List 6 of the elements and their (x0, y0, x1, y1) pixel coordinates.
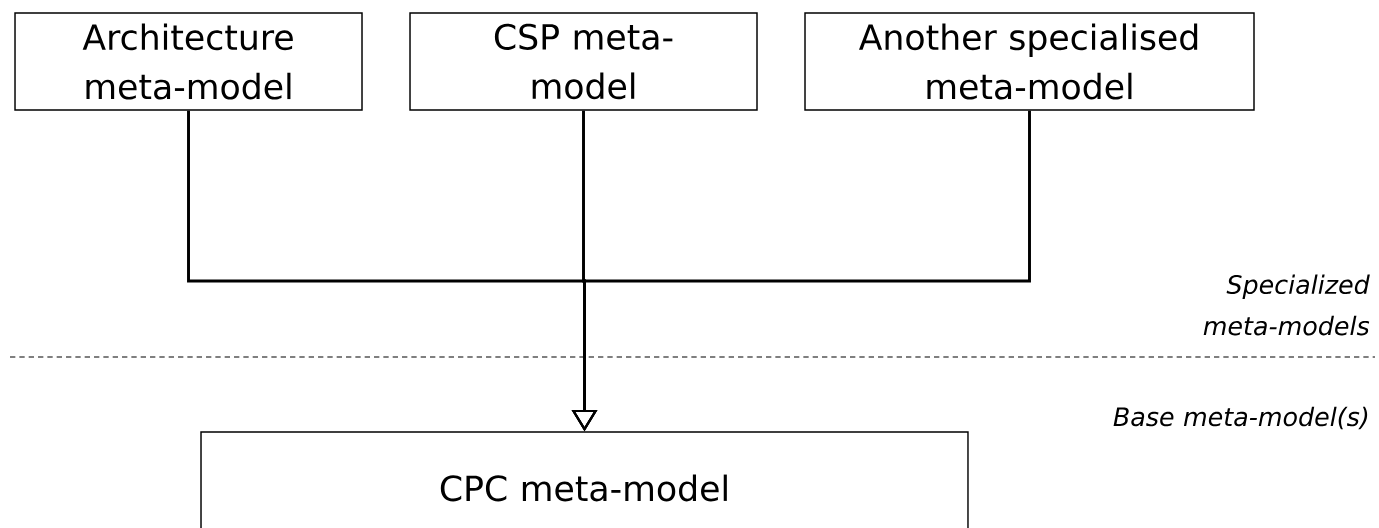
layer-label: Specialized meta-models (1203, 274, 1370, 336)
model-box: CPC meta-model (200, 431, 969, 528)
layer-label: Base meta-model(s) (1113, 406, 1368, 430)
model-box: Another specialised meta-model (804, 12, 1255, 111)
model-box: Architecture meta-model (14, 12, 363, 111)
model-box: CSP meta-model (409, 12, 758, 111)
